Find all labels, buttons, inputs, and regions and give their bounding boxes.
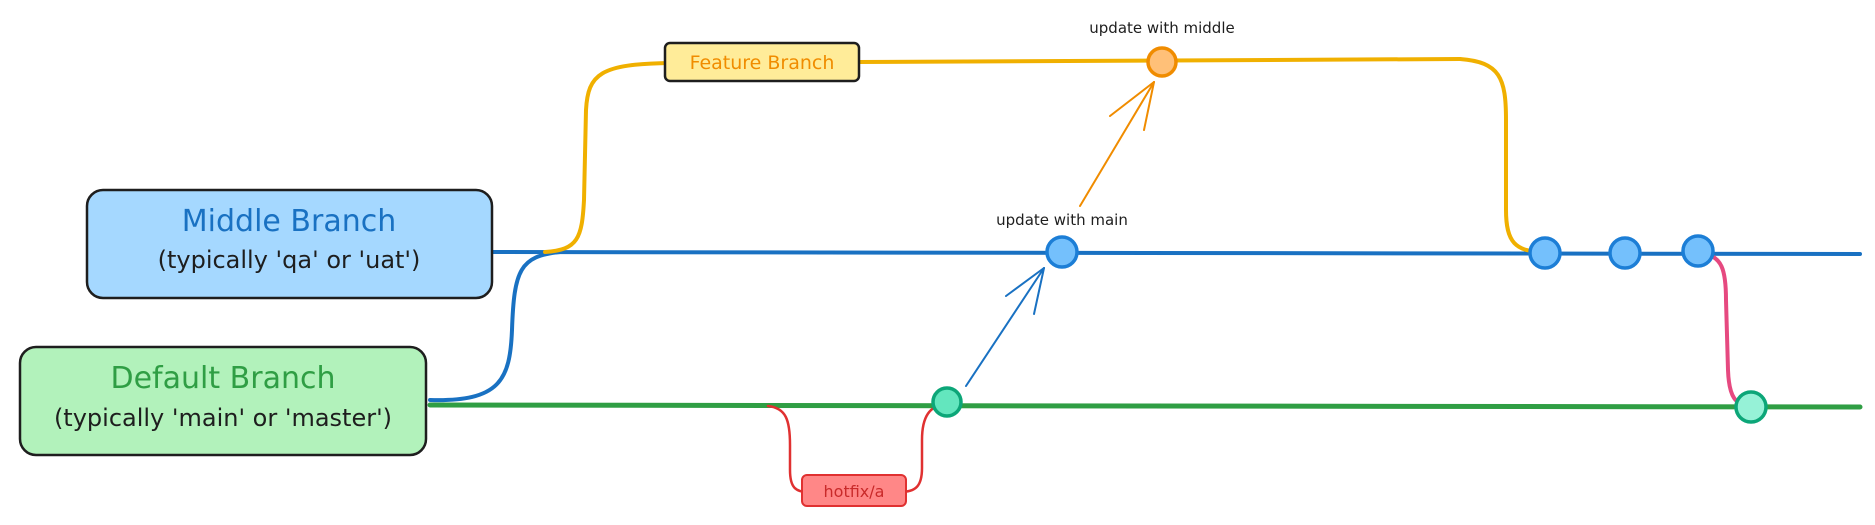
feature-branch-line-up xyxy=(543,61,672,254)
default-commit-hotfix-merge xyxy=(931,386,963,418)
middle-commit-3 xyxy=(1681,234,1715,268)
middle-commit-2 xyxy=(1608,236,1642,270)
default-commit-middle-merge xyxy=(1734,390,1768,424)
feature-commit-update-with-middle xyxy=(1146,46,1178,78)
hotfix-pill: hotfix/a xyxy=(801,474,907,507)
default-branch-title: Default Branch xyxy=(111,361,336,396)
middle-branch-subtitle: (typically 'qa' or 'uat') xyxy=(158,246,421,274)
default-to-middle-connector xyxy=(428,250,562,403)
feature-branch-line-down xyxy=(1458,57,1547,254)
middle-branch-title: Middle Branch xyxy=(182,204,396,239)
update-with-main-arrow xyxy=(965,267,1045,387)
feature-branch-pill: Feature Branch xyxy=(663,41,861,83)
hotfix-label: hotfix/a xyxy=(824,482,885,501)
default-branch-subtitle: (typically 'main' or 'master') xyxy=(54,404,392,432)
update-with-middle-label: update with middle xyxy=(1089,19,1234,37)
merge-middle-to-default-line xyxy=(1700,251,1752,408)
middle-commit-update-with-main xyxy=(1045,235,1079,269)
update-with-middle-arrow xyxy=(1079,81,1155,207)
middle-branch-box: Middle Branch (typically 'qa' or 'uat') xyxy=(85,188,494,300)
default-branch-box: Default Branch (typically 'main' or 'mas… xyxy=(18,345,428,457)
default-branch-line xyxy=(427,402,1863,410)
middle-commit-1 xyxy=(1528,236,1562,270)
update-with-main-label: update with main xyxy=(996,211,1128,229)
middle-branch-line xyxy=(490,250,1862,256)
feature-branch-label: Feature Branch xyxy=(690,52,835,74)
